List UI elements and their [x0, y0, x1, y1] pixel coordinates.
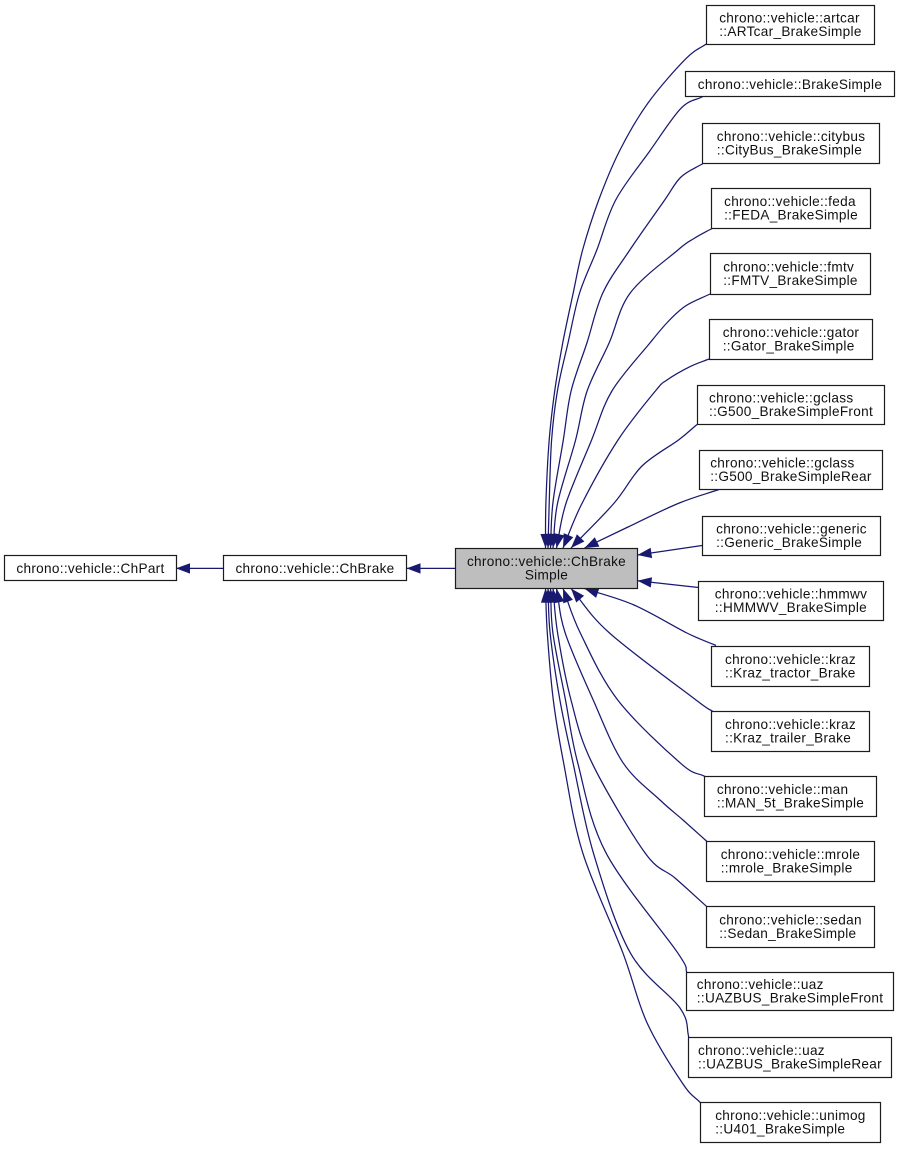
svg-text:chrono::vehicle::mrole: chrono::vehicle::mrole [721, 847, 861, 862]
svg-text:::Kraz_trailer_Brake: ::Kraz_trailer_Brake [725, 731, 851, 746]
svg-text:chrono::vehicle::hmmwv: chrono::vehicle::hmmwv [715, 587, 867, 602]
svg-text:chrono::vehicle::sedan: chrono::vehicle::sedan [719, 913, 862, 928]
svg-text:chrono::vehicle::gator: chrono::vehicle::gator [723, 325, 860, 340]
svg-text:chrono::vehicle::artcar: chrono::vehicle::artcar [719, 11, 860, 26]
svg-text:chrono::vehicle::man: chrono::vehicle::man [717, 782, 848, 797]
svg-text:chrono::vehicle::feda: chrono::vehicle::feda [724, 194, 856, 209]
svg-text:::Generic_BrakeSimple: ::Generic_BrakeSimple [716, 535, 862, 550]
svg-text:::MAN_5t_BrakeSimple: ::MAN_5t_BrakeSimple [717, 796, 864, 811]
svg-text:chrono::vehicle::kraz: chrono::vehicle::kraz [725, 652, 856, 667]
svg-text:chrono::vehicle::ChBrake: chrono::vehicle::ChBrake [235, 561, 394, 576]
svg-text:::G500_BrakeSimpleFront: ::G500_BrakeSimpleFront [709, 404, 873, 419]
svg-text:::ARTcar_BrakeSimple: ::ARTcar_BrakeSimple [719, 24, 862, 39]
svg-text:::HMMWV_BrakeSimple: ::HMMWV_BrakeSimple [715, 600, 867, 615]
svg-text:chrono::vehicle::gclass: chrono::vehicle::gclass [709, 391, 853, 406]
svg-text:chrono::vehicle::generic: chrono::vehicle::generic [716, 522, 867, 537]
svg-text:chrono::vehicle::gclass: chrono::vehicle::gclass [710, 456, 854, 471]
svg-text:chrono::vehicle::BrakeSimple: chrono::vehicle::BrakeSimple [698, 77, 882, 92]
svg-text:::UAZBUS_BrakeSimpleRear: ::UAZBUS_BrakeSimpleRear [698, 1057, 882, 1072]
svg-text:chrono::vehicle::citybus: chrono::vehicle::citybus [717, 129, 866, 144]
svg-text:::U401_BrakeSimple: ::U401_BrakeSimple [715, 1122, 845, 1137]
svg-text:::Kraz_tractor_Brake: ::Kraz_tractor_Brake [725, 666, 856, 681]
svg-text:chrono::vehicle::unimog: chrono::vehicle::unimog [715, 1108, 865, 1123]
svg-text:chrono::vehicle::ChBrake: chrono::vehicle::ChBrake [467, 554, 626, 569]
svg-text:chrono::vehicle::uaz: chrono::vehicle::uaz [697, 977, 824, 992]
svg-text:chrono::vehicle::fmtv: chrono::vehicle::fmtv [723, 260, 854, 275]
svg-text:chrono::vehicle::ChPart: chrono::vehicle::ChPart [16, 561, 164, 576]
svg-text:::CityBus_BrakeSimple: ::CityBus_BrakeSimple [717, 143, 862, 158]
svg-text:::mrole_BrakeSimple: ::mrole_BrakeSimple [721, 861, 853, 876]
svg-text:::FEDA_BrakeSimple: ::FEDA_BrakeSimple [724, 208, 858, 223]
svg-text:::G500_BrakeSimpleRear: ::G500_BrakeSimpleRear [710, 469, 872, 484]
svg-text:::FMTV_BrakeSimple: ::FMTV_BrakeSimple [723, 273, 858, 288]
svg-text:chrono::vehicle::uaz: chrono::vehicle::uaz [698, 1043, 825, 1058]
svg-text:::Sedan_BrakeSimple: ::Sedan_BrakeSimple [719, 926, 856, 941]
svg-text:Simple: Simple [525, 568, 568, 583]
svg-text:chrono::vehicle::kraz: chrono::vehicle::kraz [725, 717, 856, 732]
svg-text:::Gator_BrakeSimple: ::Gator_BrakeSimple [723, 339, 855, 354]
svg-text:::UAZBUS_BrakeSimpleFront: ::UAZBUS_BrakeSimpleFront [697, 991, 884, 1006]
